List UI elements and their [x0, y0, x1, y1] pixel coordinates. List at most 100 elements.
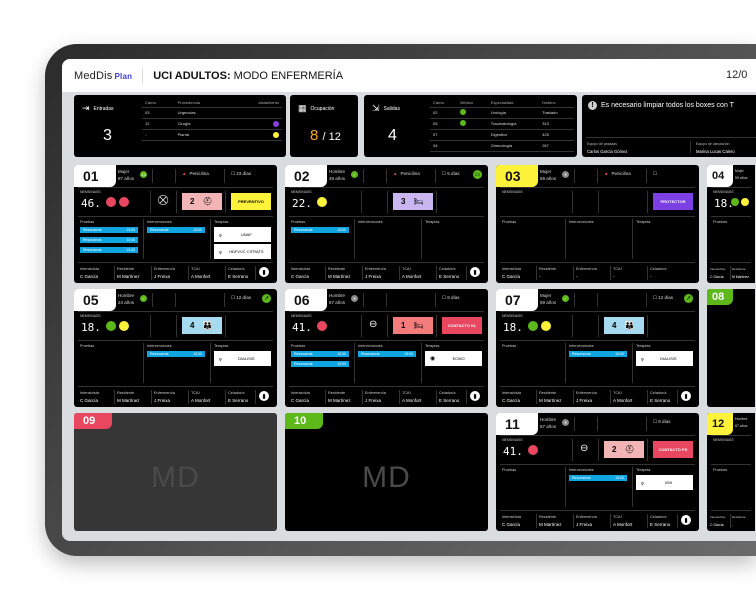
arrow-up-right-icon[interactable]: ↗: [684, 294, 693, 303]
staff-role: Intensivista: [291, 391, 310, 395]
therapy-icon: ᵩ: [641, 479, 644, 486]
divider: [466, 266, 467, 280]
bed-number: 05: [74, 289, 116, 311]
nems-value: 46.: [81, 197, 101, 210]
bed-dependency[interactable]: 1🛏: [393, 317, 433, 334]
nems-label: NEMS/NASS: [502, 314, 523, 318]
allergy-text: Penicilina: [611, 171, 631, 176]
calendar-icon: ☐: [653, 171, 658, 176]
terapia-item[interactable]: ◉ECMO: [425, 351, 482, 366]
staff-role: Intensivista: [291, 267, 310, 271]
chart-icon[interactable]: ▮: [681, 515, 691, 525]
divider: [142, 67, 144, 84]
bed-number: 02: [285, 165, 327, 187]
bed-dependency[interactable]: 2⛑: [182, 193, 222, 210]
bed-number: 12: [707, 413, 733, 435]
bed-card-08[interactable]: 08: [707, 289, 755, 407]
check-icon: [460, 109, 467, 115]
precaution-badge[interactable]: PREVENTIVO: [231, 193, 271, 210]
staff-name: E Serrano: [650, 522, 671, 527]
intervencion-name: Resonancia: [572, 352, 591, 356]
arrow-up-right-icon[interactable]: ↗: [262, 294, 271, 303]
nems-value: 18.: [714, 197, 734, 210]
staff-role: Celador/a: [228, 267, 245, 271]
cama-cell: -: [142, 129, 175, 141]
intervenciones-label: Intervenciones: [569, 468, 594, 472]
divider: [361, 191, 362, 213]
risk-dot: [731, 198, 739, 206]
chart-icon[interactable]: ▮: [259, 267, 269, 277]
bed-dependency[interactable]: 4👪: [604, 317, 644, 334]
chart-icon[interactable]: ▮: [259, 391, 269, 401]
divider: [289, 187, 484, 188]
chart-icon[interactable]: ▮: [470, 391, 480, 401]
check-icon: [460, 120, 467, 126]
bed-dependency[interactable]: 2⛑: [604, 441, 644, 458]
especialidad-cell: Ginecología: [487, 140, 540, 152]
precaution-badge[interactable]: PROTECTOR: [653, 193, 693, 210]
chart-icon[interactable]: ▮: [470, 267, 480, 277]
staff-name: -: [539, 274, 541, 279]
pruebas-label: Pruebas: [713, 468, 728, 472]
bed-dependency[interactable]: 3🛏: [393, 193, 433, 210]
divider: [399, 266, 400, 280]
staff-name: A Monfort: [402, 398, 422, 403]
bed-dependency[interactable]: 4👪: [182, 317, 222, 334]
bed-transfer-icon[interactable]: ▭: [473, 170, 482, 179]
divider: [325, 266, 326, 280]
precaution-badge[interactable]: CONTACTO KL: [442, 317, 482, 334]
table-row[interactable]: -Planta: [142, 129, 282, 141]
person-bed-icon: ⛑: [624, 445, 635, 454]
divider: [730, 514, 731, 528]
precaution-badge[interactable]: CONTACTO PS: [653, 441, 693, 458]
risk-dots: [528, 321, 551, 331]
prueba-time: 13:00: [337, 228, 346, 232]
chart-icon[interactable]: ▮: [681, 391, 691, 401]
divider: [78, 340, 273, 341]
staff-role: Intensivista: [502, 267, 521, 271]
stay-days: ☐ 12 días: [231, 295, 251, 301]
risk-dot: [106, 197, 116, 207]
divider: [677, 390, 678, 404]
patient-age: 59 años: [540, 176, 557, 181]
